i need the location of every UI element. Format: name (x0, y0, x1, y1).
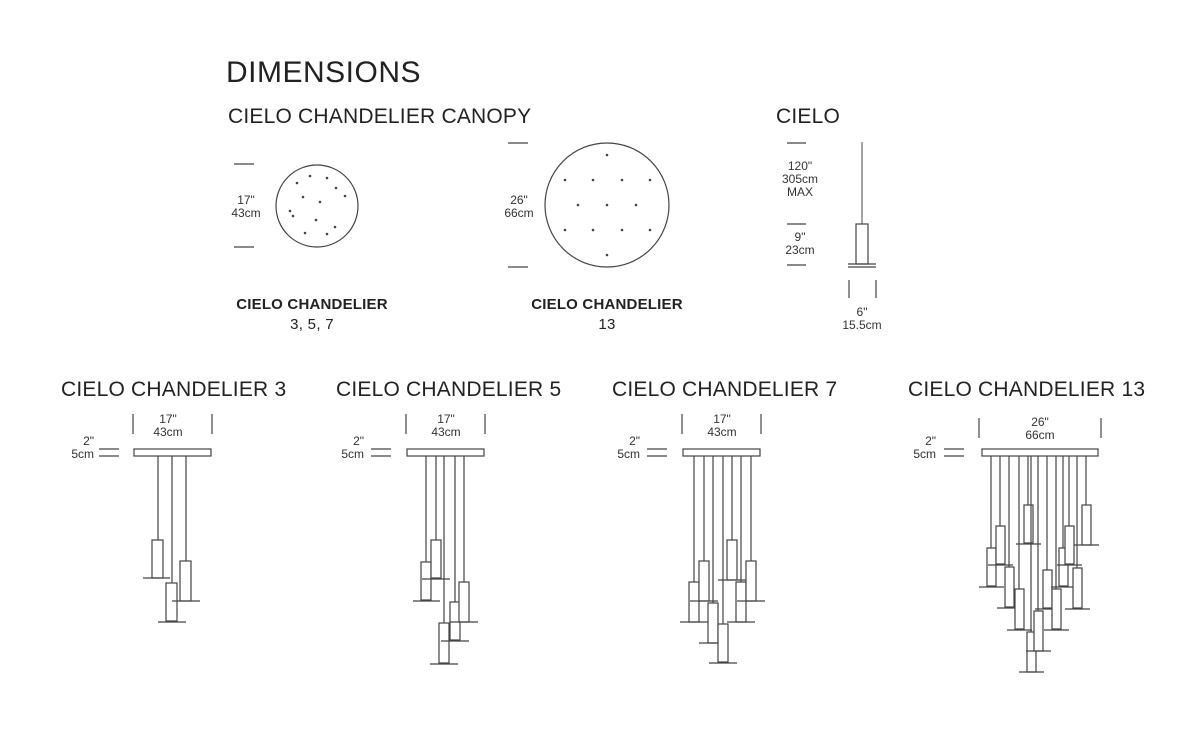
chandelier-7-pendant-7 (745, 560, 757, 602)
chandelier-13-width-in: 26" (1031, 415, 1049, 429)
cielo-cord-note: MAX (786, 185, 813, 199)
cielo-body-in: 9" (794, 230, 806, 244)
chandelier-3-drawing (99, 414, 213, 623)
canopy-small-dim-cm: 43cm (231, 206, 261, 220)
canopy-small-dim-in: 17" (237, 193, 255, 207)
cielo-width-in: 6" (856, 305, 868, 319)
chandelier-7-pendant-3 (707, 602, 719, 644)
chandelier-7-width-cm: 43cm (707, 425, 737, 439)
chandelier-3-width-in: 17" (159, 412, 177, 426)
chandelier-7-heading: CIELO CHANDELIER 7 (612, 378, 838, 401)
chandelier-5-pendant-2 (430, 539, 442, 579)
chandelier-5-width-in: 17" (437, 412, 455, 426)
chandelier-3-pendant-3 (179, 560, 192, 602)
chandelier-13-pendant-4 (1014, 588, 1025, 630)
chandelier-13-pendant-9 (1051, 588, 1062, 630)
chandelier-13-pendant-12 (1072, 567, 1083, 609)
chandelier-5-pendant-1 (420, 561, 432, 601)
chandelier-7-pendant-2 (698, 560, 710, 602)
canopy-small-circle (275, 164, 359, 248)
canopy-small-sublabel: 3, 5, 7 (290, 316, 334, 333)
canopy-heading: CIELO CHANDELIER CANOPY (228, 105, 532, 128)
canopy-large-drawing (508, 142, 670, 268)
chandelier-5-canopy (406, 448, 485, 457)
chandelier-3-pendant-1 (151, 539, 164, 579)
cielo-heading: CIELO (776, 105, 841, 128)
chandelier-3-pendant-2 (165, 582, 178, 622)
chandelier-7-height-cm: 5cm (617, 447, 640, 461)
chandelier-13-pendant-3 (1004, 566, 1015, 608)
chandelier-13-heading: CIELO CHANDELIER 13 (908, 378, 1146, 401)
cielo-width-cm: 15.5cm (842, 318, 882, 332)
chandelier-13-width-cm: 66cm (1025, 428, 1055, 442)
chandelier-13-pendant-1 (986, 547, 997, 587)
canopy-large-holes (563, 153, 652, 257)
chandelier-3-heading: CIELO CHANDELIER 3 (61, 378, 287, 401)
cielo-cord-in: 120" (787, 159, 813, 173)
chandelier-7-canopy (682, 448, 761, 457)
canopy-large-label: CIELO CHANDELIER (531, 296, 683, 313)
chandelier-13-pendant-5 (1023, 504, 1034, 544)
canopy-large-circle (544, 142, 670, 268)
chandelier-3-width-cm: 43cm (153, 425, 183, 439)
chandelier-7-pendant-6 (735, 581, 747, 623)
chandelier-5-drawing (371, 414, 486, 665)
chandelier-13-pendant-8 (1042, 569, 1053, 609)
chandelier-3-height-in: 2" (83, 434, 94, 448)
chandelier-13-pendant-2 (995, 525, 1006, 565)
chandelier-13-pendant-13 (1081, 504, 1092, 546)
chandelier-13-height-in: 2" (925, 434, 936, 448)
chandelier-13-drawing (944, 418, 1102, 673)
page-title: DIMENSIONS (226, 56, 422, 89)
cielo-cord-cm: 305cm (781, 172, 819, 186)
chandelier-7-height-in: 2" (629, 434, 640, 448)
chandelier-5-width-cm: 43cm (431, 425, 461, 439)
chandelier-13-pendant-11 (1064, 525, 1075, 565)
chandelier-7-pendant-5 (726, 539, 738, 581)
canopy-small-holes (288, 174, 347, 236)
canopy-large-dim-in: 26" (510, 193, 528, 207)
canopy-small-label: CIELO CHANDELIER (236, 296, 388, 313)
chandelier-5-pendant-5 (458, 581, 470, 623)
canopy-large-sublabel: 13 (598, 316, 616, 333)
canopy-large-dim-cm: 66cm (504, 206, 534, 220)
chandelier-5-heading: CIELO CHANDELIER 5 (336, 378, 562, 401)
chandelier-7-drawing (647, 414, 765, 664)
chandelier-3-canopy (133, 448, 212, 457)
cielo-body (855, 223, 869, 265)
cielo-body-cm: 23cm (785, 243, 815, 257)
chandelier-5-pendant-3 (438, 622, 450, 664)
chandelier-13-height-cm: 5cm (913, 447, 936, 461)
chandelier-7-pendant-4 (717, 623, 729, 663)
chandelier-5-height-cm: 5cm (341, 447, 364, 461)
cielo-pendant-drawing (787, 142, 877, 298)
canopy-small-drawing (234, 163, 359, 248)
chandelier-13-pendant-10 (1058, 547, 1069, 587)
chandelier-7-width-in: 17" (713, 412, 731, 426)
chandelier-13-canopy (981, 448, 1099, 457)
chandelier-3-height-cm: 5cm (71, 447, 94, 461)
chandelier-7-pendant-1 (688, 581, 700, 623)
chandelier-13-pendant-7 (1033, 610, 1044, 652)
chandelier-5-height-in: 2" (353, 434, 364, 448)
